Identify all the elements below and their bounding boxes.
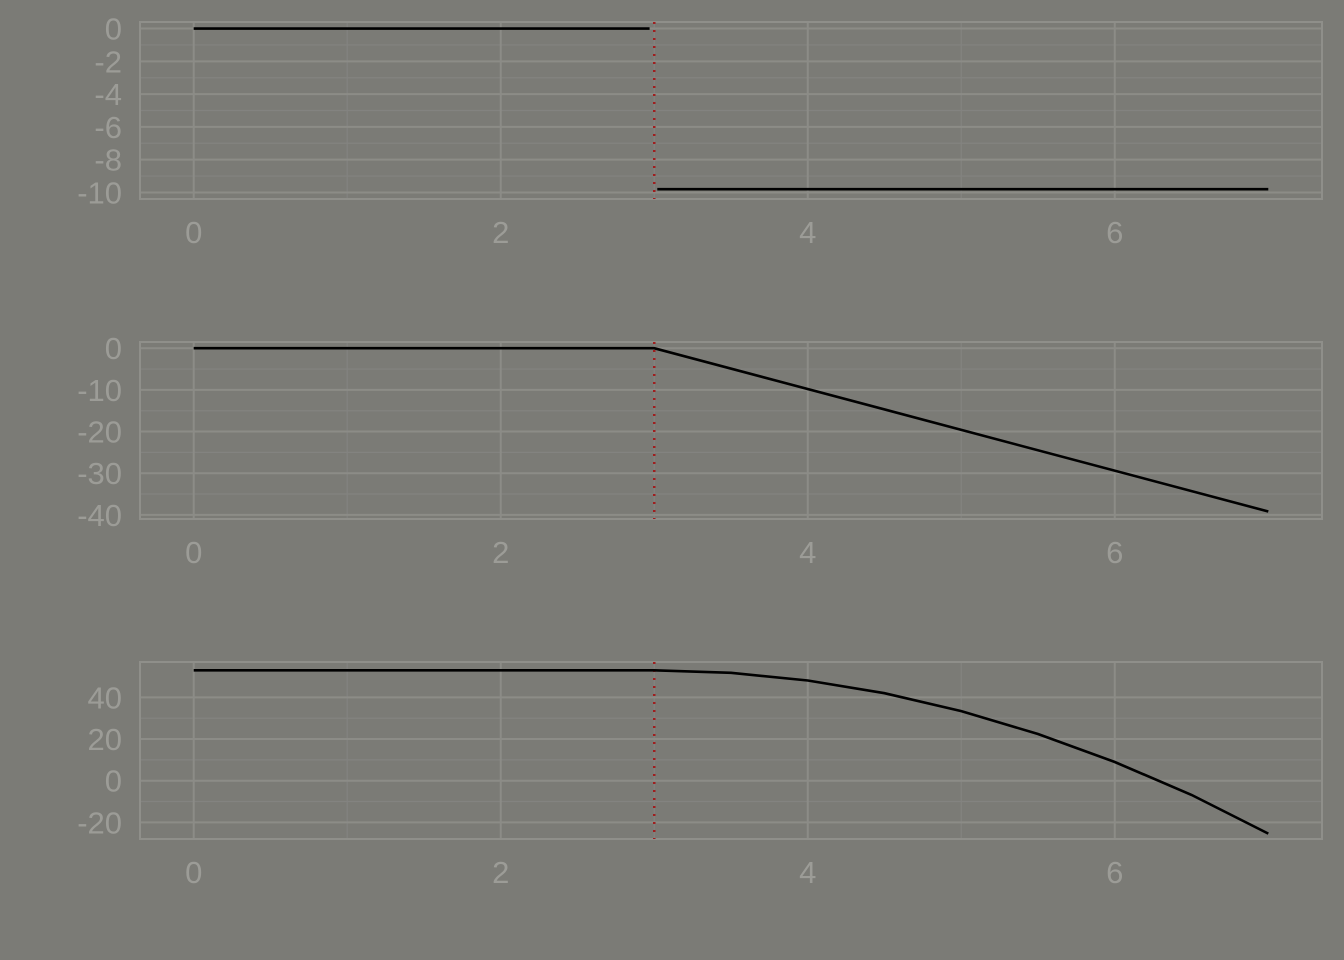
x-tick-label: 0 [185,855,202,890]
x-tick-label: 2 [492,855,509,890]
y-tick-label: -30 [77,456,122,491]
panel-3-parabola: 0 2 4 6 40 20 0 -20 [77,661,1323,890]
y-tick-label: -10 [77,175,122,210]
x-tick-label: 2 [492,535,509,570]
panel-2-ramp: 0 2 4 6 0 -10 -20 -30 -40 [77,331,1323,570]
x-tick-label: 4 [799,855,816,890]
x-tick-label: 4 [799,215,816,250]
y-tick-label: -20 [77,415,122,450]
y-tick-label: -6 [94,110,122,145]
x-tick-label: 0 [185,535,202,570]
y-tick-label: -4 [94,77,122,112]
panel-border [139,341,1323,520]
x-tick-label: 6 [1106,535,1123,570]
panel-border [139,21,1323,200]
y-tick-label: -8 [94,143,122,178]
y-tick-label: -40 [77,498,122,533]
y-tick-label: 0 [105,764,122,799]
x-tick-label: 2 [492,215,509,250]
y-tick-label: 40 [88,680,122,715]
y-tick-label: 20 [88,722,122,757]
x-tick-label: 6 [1106,855,1123,890]
x-tick-label: 4 [799,535,816,570]
x-tick-label: 6 [1106,215,1123,250]
series-line [193,668,1269,835]
y-tick-label: -20 [77,805,122,840]
x-tick-label: 0 [185,215,202,250]
y-tick-label: -2 [94,44,122,79]
y-tick-label: 0 [105,331,122,366]
y-tick-label: 0 [105,12,122,47]
series-line [193,346,1269,513]
y-tick-label: -10 [77,373,122,408]
panel-border [139,661,1323,840]
